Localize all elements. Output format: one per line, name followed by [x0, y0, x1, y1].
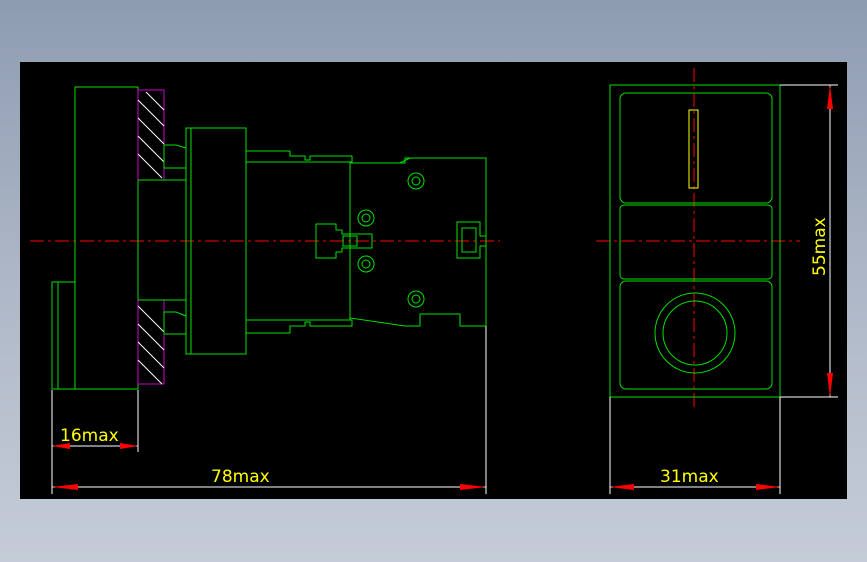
dimension-overall-length: 78max — [52, 467, 486, 490]
dimension-front-depth: 16max — [52, 426, 138, 449]
latch-clip — [456, 221, 487, 259]
push-cap — [51, 281, 76, 390]
front-lower-window — [619, 280, 773, 390]
terminal-screw-top — [407, 172, 425, 190]
contact-block — [349, 157, 487, 327]
front-elevation-view: 31max 55max — [596, 68, 838, 494]
nut-top — [163, 144, 187, 169]
dimension-label-overall-length: 78max — [211, 467, 270, 487]
front-middle-window — [619, 204, 773, 280]
push-button-face — [654, 292, 736, 374]
contact-screw-top — [357, 209, 375, 227]
adapter — [245, 150, 353, 334]
dimension-side-width: 31max — [610, 467, 780, 490]
front-outline — [609, 84, 781, 398]
dimension-label-front-depth: 16max — [60, 426, 119, 446]
side-elevation-view: 16max 78max — [30, 86, 500, 494]
dimension-side-height: 55max — [810, 85, 833, 397]
cad-viewport: 16max 78max 31max — [20, 62, 847, 499]
terminal-screw-bottom — [407, 290, 425, 308]
plunger — [315, 223, 373, 259]
panel-bottom — [137, 299, 165, 385]
indicator-slot — [688, 109, 699, 189]
panel-hatch — [137, 91, 165, 385]
nut-bottom — [163, 311, 187, 335]
front-upper-window — [619, 92, 773, 204]
button-head — [74, 86, 139, 390]
contact-screw-bottom — [357, 255, 375, 273]
dimension-label-side-width: 31max — [660, 467, 719, 487]
dimension-label-side-height: 55max — [810, 217, 830, 276]
